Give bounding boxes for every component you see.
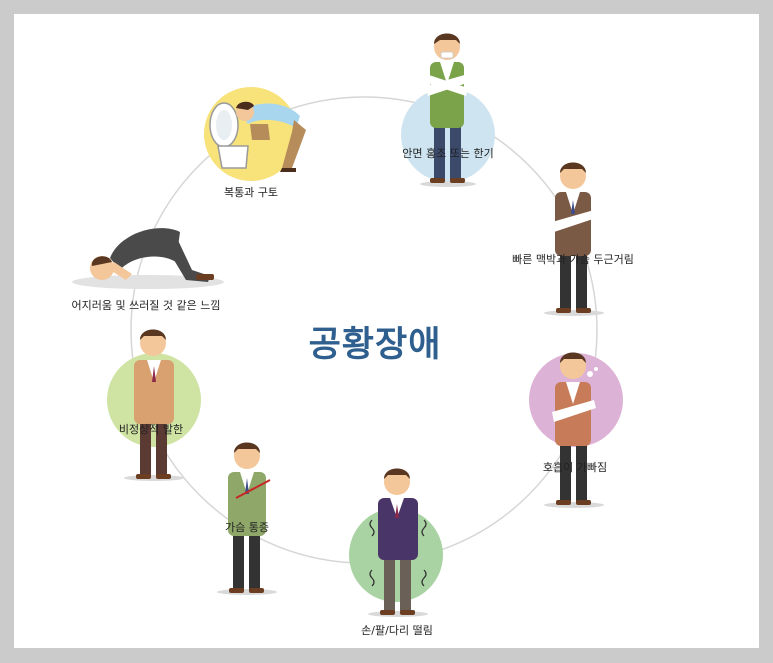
symptom-label-trembling: 손/팔/다리 떨림: [361, 624, 433, 637]
dizziness-illustration: [72, 228, 224, 289]
symptom-label-palpitations: 빠른 맥박과 가슴 두근거림: [512, 253, 634, 266]
sweating-illustration: [107, 329, 201, 481]
flushing-illustration: [401, 33, 495, 187]
palpitations-illustration: [544, 162, 604, 316]
chest-pain-illustration: [217, 442, 277, 595]
symptom-label-nausea: 복통과 구토: [223, 186, 279, 199]
symptom-label-dizziness: 어지러움 및 쓰러질 것 같은 느낌: [71, 299, 221, 312]
nausea-illustration: [204, 87, 306, 181]
symptom-label-flushing: 안면 홍조 또는 한기: [402, 147, 494, 160]
trembling-illustration: [349, 468, 443, 617]
symptom-label-sweating: 비정상적 발한: [118, 423, 184, 436]
breathless-illustration: [529, 352, 623, 508]
symptom-label-chest-pain: 가슴 통증: [225, 521, 269, 534]
symptom-label-breathless: 호흡이 가빠짐: [542, 461, 608, 474]
center-title: 공황장애: [308, 325, 442, 365]
